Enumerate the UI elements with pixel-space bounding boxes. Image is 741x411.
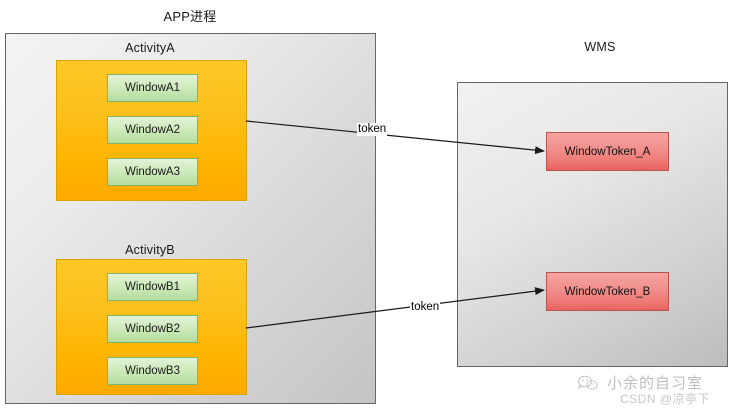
window-token-b-box[interactable]: WindowToken_B xyxy=(546,272,669,311)
window-box-b2[interactable]: WindowB2 xyxy=(107,315,198,343)
window-box-b1[interactable]: WindowB1 xyxy=(107,273,198,301)
watermark: 小余的自习室 CSDN @凉亭下 xyxy=(575,372,735,408)
watermark-subtitle: CSDN @凉亭下 xyxy=(620,392,711,406)
window-box-b3[interactable]: WindowB3 xyxy=(107,357,198,385)
activity-a-container[interactable]: WindowA1 WindowA2 WindowA3 xyxy=(56,60,247,201)
window-box-a1[interactable]: WindowA1 xyxy=(107,74,198,102)
edge-label-token-b: token xyxy=(410,301,441,314)
watermark-title: 小余的自习室 xyxy=(607,375,704,392)
window-token-a-box[interactable]: WindowToken_A xyxy=(546,132,669,171)
app-process-container: WindowA1 WindowA2 WindowA3 WindowB1 Wind… xyxy=(5,33,376,404)
wms-title: WMS xyxy=(584,40,616,54)
window-box-a2[interactable]: WindowA2 xyxy=(107,116,198,144)
activity-b-label: ActivityB xyxy=(125,243,175,257)
app-process-title: APP进程 xyxy=(163,9,217,24)
edge-label-token-a: token xyxy=(357,123,388,136)
window-box-a3[interactable]: WindowA3 xyxy=(107,158,198,186)
activity-a-label: ActivityA xyxy=(125,41,175,55)
wechat-logo-icon xyxy=(577,375,598,390)
activity-b-container[interactable]: WindowB1 WindowB2 WindowB3 xyxy=(56,259,247,395)
wms-container: WindowToken_A WindowToken_B xyxy=(457,82,728,367)
